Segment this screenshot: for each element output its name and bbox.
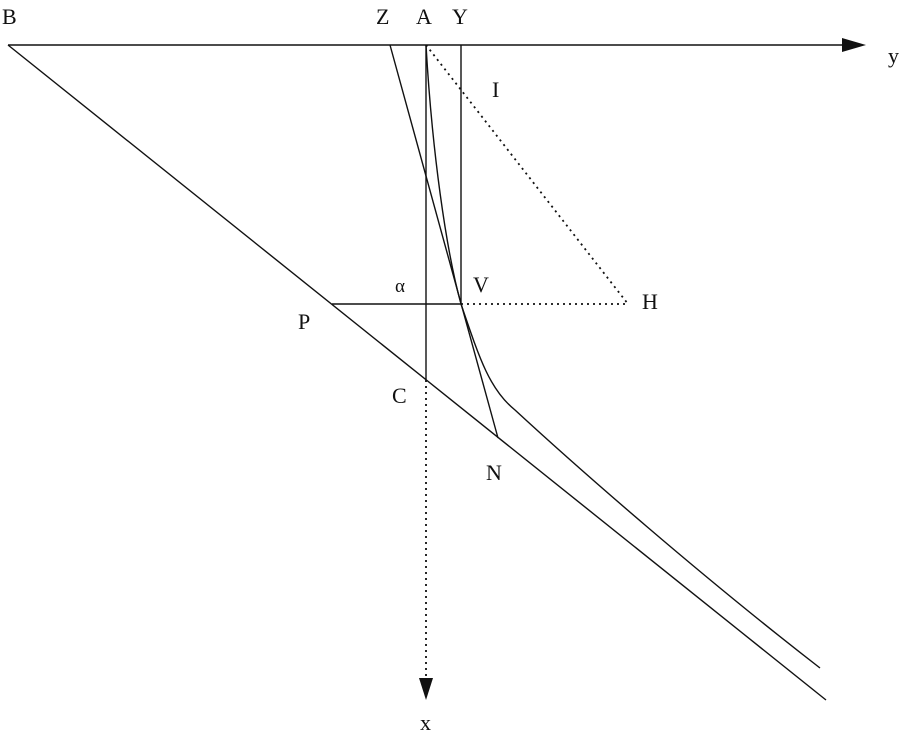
label-A: A [416, 4, 432, 29]
label-H: H [642, 289, 658, 314]
label-P: P [298, 309, 310, 334]
label-Z: Z [376, 4, 389, 29]
x-axis-arrowhead [419, 678, 433, 700]
label-x-axis: x [420, 710, 431, 732]
label-I: I [492, 77, 499, 102]
label-Y: Y [452, 4, 468, 29]
label-C: C [392, 383, 407, 408]
curve-A-V-asymptote [425, 44, 821, 669]
label-y-axis: y [888, 43, 899, 68]
label-B: B [2, 4, 17, 29]
line-Z-N [389, 44, 499, 439]
y-axis-arrowhead [842, 38, 866, 52]
label-V: V [473, 272, 489, 297]
label-N: N [486, 460, 502, 485]
line-B-N [7, 44, 827, 701]
line-A-H-dotted [425, 44, 629, 305]
label-alpha: α [395, 276, 405, 297]
